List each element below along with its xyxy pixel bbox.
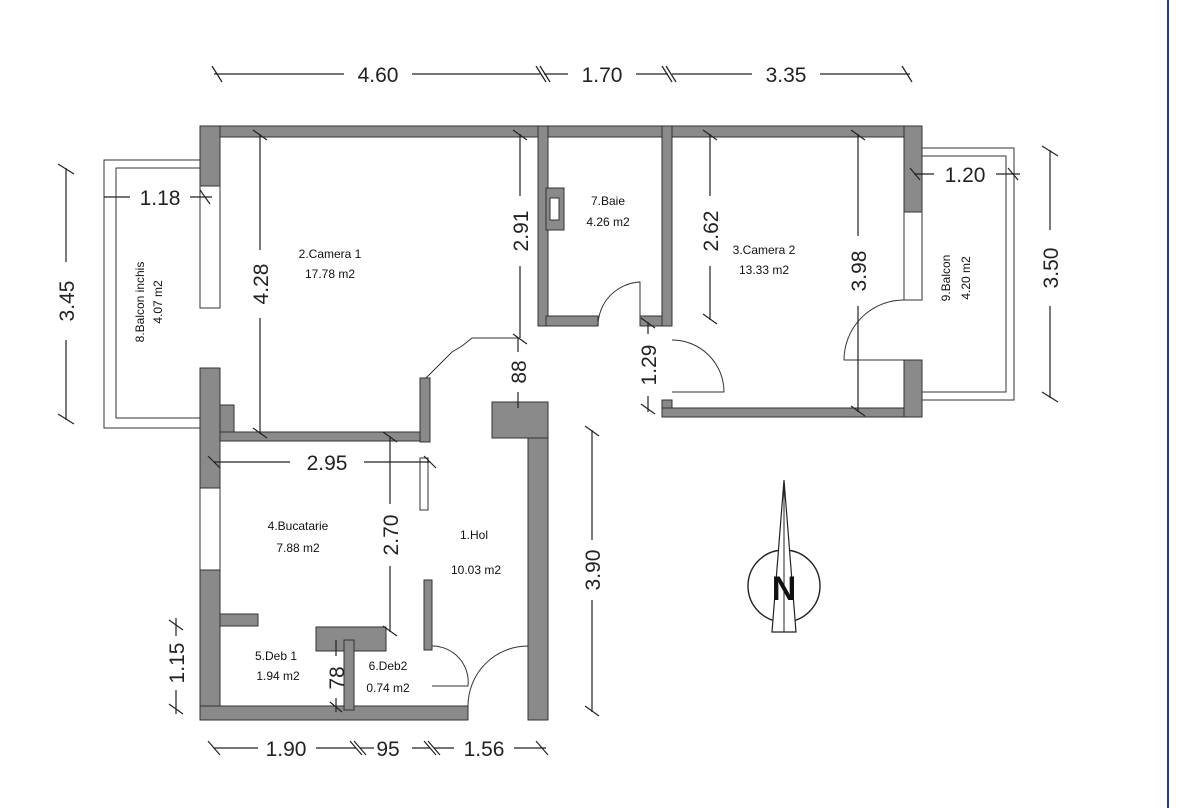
door-balcon: [843, 299, 905, 361]
window-camera1: [199, 185, 221, 309]
door-camera2-entry: [671, 339, 725, 393]
room-balcon-inchis-name: 8.Balcon inchis: [133, 262, 147, 343]
room-labels: 2.Camera 1 17.78 m2 7.Baie 4.26 m2 3.Cam…: [133, 194, 973, 695]
dim-top-3: 3.35: [766, 64, 807, 87]
wall-left-middle: [199, 367, 221, 489]
room-camera2-area: 13.33 m2: [739, 263, 789, 277]
wall-deb-divider: [343, 639, 355, 711]
windows: [199, 185, 923, 571]
dim-left-balcony-depth: 1.18: [140, 187, 181, 210]
wall-deb1-top: [219, 613, 259, 627]
room-deb1-area: 1.94 m2: [256, 669, 300, 683]
room-bucatarie-name: 4.Bucatarie: [268, 519, 329, 533]
wall-bottom: [199, 705, 469, 721]
shaft-opening: [549, 197, 560, 221]
room-deb1-name: 5.Deb 1: [255, 649, 297, 663]
room-balcon-inchis-area: 4.07 m2: [151, 280, 165, 324]
dim-camera1-height: 4.28: [250, 264, 273, 305]
dimension-labels: 4.60 1.70 3.35 1.18 1.20 95 1.90 1.56 2.…: [56, 64, 1063, 761]
wall-corridor-stub: [419, 377, 431, 443]
dim-bottom-2: 95: [376, 738, 399, 761]
room-hol-name: 1.Hol: [460, 528, 488, 542]
door-deb2: [431, 645, 469, 687]
balcon-inchis-inner: [115, 167, 200, 419]
room-hol-area: 10.03 m2: [451, 563, 501, 577]
dim-top-1: 4.60: [358, 64, 399, 87]
dim-bucatarie-width: 2.95: [307, 452, 348, 475]
dim-right-balcony-height: 3.50: [1040, 248, 1063, 289]
wall-baie-bottom: [545, 315, 599, 327]
room-camera1-area: 17.78 m2: [305, 267, 355, 281]
dim-left-balcony-height: 3.45: [56, 281, 79, 322]
wall-baie-right: [661, 125, 673, 327]
wall-left-lower: [199, 569, 221, 721]
wall-top: [199, 125, 923, 138]
room-balcon-area: 4.20 m2: [959, 256, 973, 300]
dim-deb-78: 78: [326, 666, 349, 689]
dim-bottom-3: 1.56: [464, 738, 505, 761]
room-deb2-name: 6.Deb2: [369, 659, 408, 673]
wall-camera2-bottom: [661, 407, 923, 418]
wall-right-upper: [903, 125, 923, 213]
room-balcon-name: 9.Balcon: [939, 255, 953, 302]
dim-bottom-1: 1.90: [266, 738, 307, 761]
room-baie-name: 7.Baie: [591, 194, 625, 208]
wall-hol-pillar: [491, 401, 549, 439]
wall-right-lower: [903, 359, 923, 418]
dim-door-129: 1.29: [638, 345, 661, 386]
dim-right-balcony-depth: 1.20: [945, 164, 986, 187]
dim-baie-height: 2.91: [510, 211, 533, 252]
door-bucatarie-leaf: [419, 457, 429, 511]
door-entrance: [467, 645, 529, 707]
dim-camera2-height: 3.98: [848, 251, 871, 292]
wall-camera1-bottom: [219, 431, 431, 442]
doors: [419, 281, 905, 707]
dim-camera2-small: 2.62: [700, 211, 723, 252]
room-deb2-area: 0.74 m2: [366, 681, 410, 695]
balcon-inchis-outline: [103, 159, 200, 429]
room-camera1-name: 2.Camera 1: [299, 247, 362, 261]
dim-corridor-88: 88: [508, 360, 531, 383]
door-camera1-fold: [425, 337, 518, 379]
dimension-lines: [57, 65, 1059, 756]
room-camera2-name: 3.Camera 2: [733, 243, 796, 257]
compass-label: N: [772, 570, 797, 608]
wall-left-upper: [199, 125, 221, 187]
room-bucatarie-area: 7.88 m2: [276, 541, 320, 555]
north-compass: N: [747, 479, 821, 633]
window-camera2: [903, 211, 923, 301]
dim-bucatarie-height: 2.70: [380, 515, 403, 556]
wall-deb2-right: [423, 579, 433, 651]
balcon-inner: [922, 155, 1007, 393]
dim-deb1-height: 1.15: [166, 643, 189, 684]
walls: [199, 125, 923, 721]
dim-top-2: 1.70: [582, 64, 623, 87]
door-baie: [597, 281, 641, 327]
dim-hol-height: 3.90: [582, 550, 605, 591]
balcon-outline: [922, 147, 1015, 401]
wall-left-jog: [219, 404, 235, 436]
balconies: [103, 147, 1015, 429]
window-bucatarie: [199, 487, 221, 571]
wall-hol-right: [527, 409, 549, 721]
room-baie-area: 4.26 m2: [586, 215, 630, 229]
